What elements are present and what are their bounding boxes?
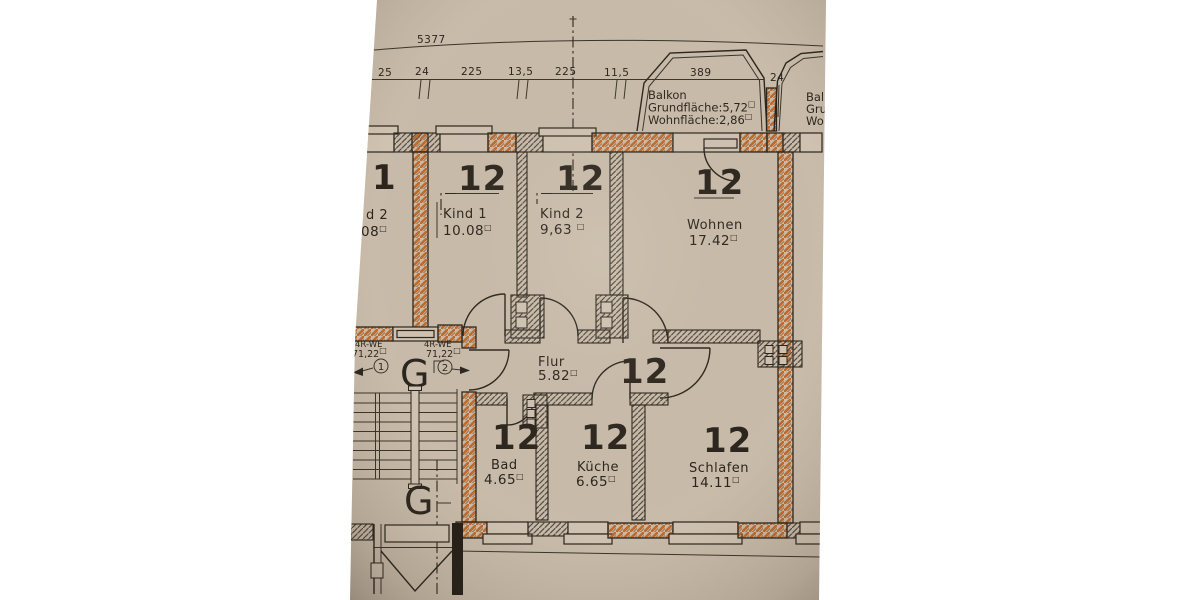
room-name: Küche — [577, 460, 619, 475]
window-sill — [563, 533, 613, 545]
wall-kueche-schlafen — [631, 404, 646, 521]
balcony2-text: Wo — [806, 114, 824, 128]
wall-segment — [667, 329, 761, 344]
duct-square — [515, 301, 528, 314]
window — [567, 521, 609, 535]
room-number: 12 — [492, 418, 541, 458]
dim-label: 13,5 — [508, 66, 533, 78]
wall-segment — [504, 329, 541, 344]
party-wall-left — [412, 151, 429, 333]
room-number: 12 — [695, 163, 744, 203]
duct-square — [600, 316, 613, 329]
entrance-step — [384, 524, 450, 543]
sqm-symbol: □ — [379, 224, 387, 233]
wall-segment — [487, 132, 517, 153]
chimney-flue — [764, 356, 774, 365]
section-letter-lower: G — [404, 479, 433, 523]
room-number: 12 — [581, 418, 630, 458]
duct-square — [515, 316, 528, 329]
window-sill — [668, 533, 743, 545]
room-number: 12 — [703, 421, 752, 461]
room-name-partial: d 2 — [366, 208, 388, 223]
window-neighbor — [799, 132, 823, 153]
sqm-symbol: □ — [516, 472, 524, 481]
entrance-pier — [370, 562, 384, 579]
balcony-living-area: Wohnfläche:2,86□ — [648, 112, 752, 127]
dim-label: 225 — [461, 66, 483, 78]
room-name: Bad — [491, 458, 518, 473]
chimney-flue — [778, 345, 788, 354]
wall-segment — [739, 132, 768, 153]
wall-segment — [652, 329, 669, 344]
wall-segment — [782, 132, 801, 153]
window-neighbor — [799, 521, 823, 535]
room-number-partial: 1 — [372, 158, 397, 198]
chimney-flue — [778, 356, 788, 365]
dim-label: 11,5 — [604, 67, 629, 79]
sqm-symbol: □ — [570, 368, 578, 377]
entrance-number: 2 — [442, 363, 448, 374]
dim-label: 24 — [415, 66, 429, 78]
wall-bad-top — [475, 392, 508, 406]
room-name: Kind 1 — [443, 207, 487, 222]
sqm-symbol: □ — [748, 100, 756, 109]
wall-segment — [607, 522, 674, 539]
interior-wall-kind1-kind2 — [516, 151, 528, 298]
sqm-symbol: □ — [608, 474, 616, 483]
window-kind1 — [439, 132, 489, 153]
window — [672, 521, 739, 535]
stairwell-opening-inner — [396, 329, 435, 339]
balcony-width-label: 389 — [690, 67, 712, 79]
wall-segment — [591, 132, 674, 153]
room-number: 12 — [620, 352, 669, 392]
wall-segment — [411, 132, 429, 153]
room-name: Wohnen — [687, 218, 743, 233]
room-name: Schlafen — [689, 461, 749, 476]
wall-stair-bad — [461, 391, 477, 523]
overall-dimension-label: 5377 — [417, 34, 446, 46]
sqm-symbol: □ — [379, 346, 387, 355]
wall-segment — [461, 326, 477, 349]
duct-square — [600, 301, 613, 314]
window-kind2 — [542, 134, 593, 153]
entrance-wall — [452, 523, 463, 595]
sqm-symbol: □ — [577, 222, 585, 231]
entrance-number: 1 — [378, 362, 384, 373]
dim-label: 25 — [378, 67, 392, 79]
wall-segment — [350, 523, 374, 541]
sqm-symbol: □ — [732, 475, 740, 484]
sqm-symbol: □ — [730, 233, 738, 242]
duct-square — [526, 399, 536, 408]
window-sill — [435, 125, 493, 135]
wall-segment — [629, 392, 669, 406]
window-sill — [795, 533, 823, 545]
party-wall-right — [777, 151, 794, 524]
chimney-flue — [764, 345, 774, 354]
interior-wall-kind2-wohnen — [609, 151, 624, 296]
duct-square — [526, 409, 536, 418]
window-sill — [538, 127, 597, 137]
sqm-symbol: □ — [453, 346, 461, 355]
sqm-symbol: □ — [745, 112, 753, 121]
balcony-door-leaf — [703, 138, 738, 149]
wall-segment — [527, 521, 569, 537]
room-name: Kind 2 — [540, 207, 584, 222]
wall-segment — [350, 326, 394, 342]
window-sill — [482, 533, 533, 545]
sqm-symbol: □ — [484, 223, 492, 232]
wall-segment — [737, 522, 788, 539]
wall-segment — [766, 132, 784, 153]
window — [486, 521, 529, 535]
wall-segment — [577, 329, 611, 344]
window — [364, 132, 395, 153]
